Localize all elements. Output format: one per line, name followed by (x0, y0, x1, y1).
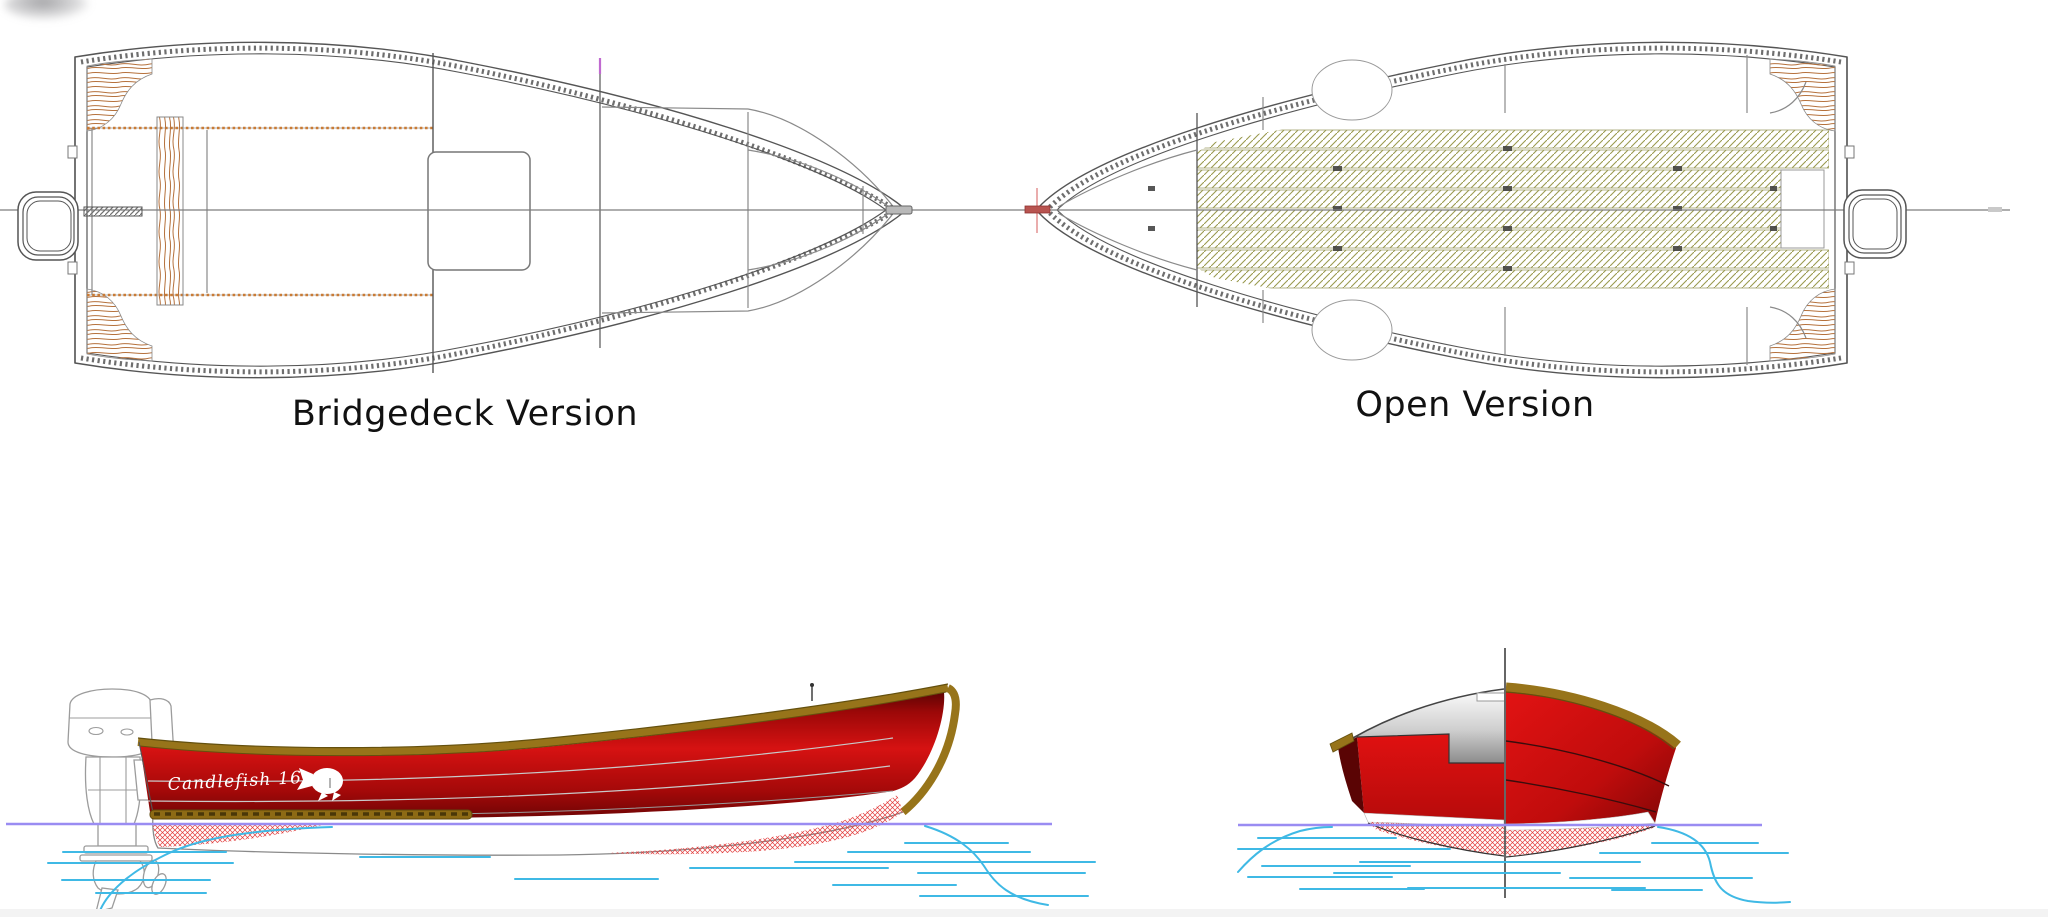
fish-logo (297, 768, 343, 801)
stern-half (1329, 688, 1506, 857)
motor-well (1780, 169, 1825, 249)
page-edge-strip (0, 909, 2048, 917)
bow-half (1505, 682, 1681, 858)
tiller-and-motor-cutouts (17, 189, 1907, 261)
transom-fitting (67, 145, 78, 159)
wood-grain-corner (1769, 58, 1836, 132)
hull-side-dark (1338, 737, 1364, 813)
gunwale-hatch-band (80, 45, 898, 213)
transom-fitting (67, 261, 78, 275)
wood-grain-corner (86, 58, 153, 132)
open-version-label: Open Version (1355, 385, 1595, 425)
sheer-gold-caprail (137, 684, 949, 756)
tiller-bar (83, 206, 143, 217)
bow-stern-section-view (1237, 648, 1791, 904)
side-profile-view: Candlefish 16 (6, 683, 1096, 917)
motor-cutout-ring (17, 191, 79, 261)
wood-grain-corner (1769, 288, 1836, 362)
motor-cutout-ring (1843, 189, 1907, 259)
corner-artifact (4, 0, 90, 20)
plan-centerline (0, 188, 2010, 233)
bridgedeck-version-label: Bridgedeck Version (291, 394, 639, 434)
plank-butt-labels (1148, 146, 1777, 271)
caprail-tip-gold (1329, 732, 1355, 753)
silver-deck (1338, 689, 1504, 763)
console-hatch (427, 151, 531, 271)
transom-red (1357, 734, 1504, 820)
antifouling-hatch-stern (153, 823, 330, 847)
wood-grain-corner (86, 288, 153, 362)
stem-gold-cap (900, 684, 960, 816)
deck-planking (1197, 129, 1829, 289)
deck-hatch (1476, 692, 1506, 702)
antifouling-hatch-bow (608, 795, 903, 855)
water-surface-lines (47, 825, 1096, 917)
bow-gold-caprail (1505, 682, 1681, 749)
bow-stem-tick (885, 205, 913, 215)
water-surface-lines (1237, 826, 1791, 904)
gunwale-hatch-band (1046, 45, 1842, 211)
bridgedeck-beam-plank (156, 116, 184, 306)
